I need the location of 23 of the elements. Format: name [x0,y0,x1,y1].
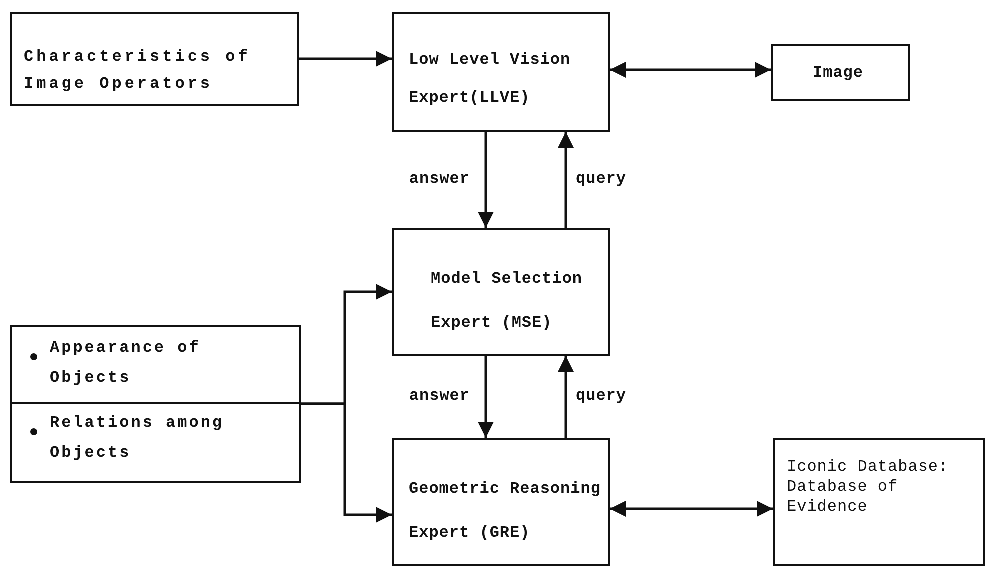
node-label: Model Selection Expert (MSE) [431,269,584,334]
arrow [610,62,771,78]
group-box [10,325,301,483]
process-box [392,12,610,132]
process-box [392,438,610,566]
node-label: Characteristics of Image Operators [24,47,252,95]
process-box [10,12,299,106]
list-item-text: Relations among Objects [50,413,226,464]
arrow [478,132,494,228]
node-label: Image [813,63,865,84]
arrow [558,132,574,228]
arrow [610,501,773,517]
arrow [478,356,494,438]
node-label: Geometric Reasoning Expert (GRE) [409,479,602,544]
arrow [558,356,574,438]
node-label: Iconic Database: Database of Evidence [787,457,950,517]
node-label: Low Level Vision Expert(LLVE) [409,50,572,109]
process-box [771,44,910,101]
arrow [299,51,392,67]
process-box [392,228,610,356]
process-box [773,438,985,566]
list-item-text: Appearance of Objects [50,338,202,389]
arrow [301,402,392,523]
